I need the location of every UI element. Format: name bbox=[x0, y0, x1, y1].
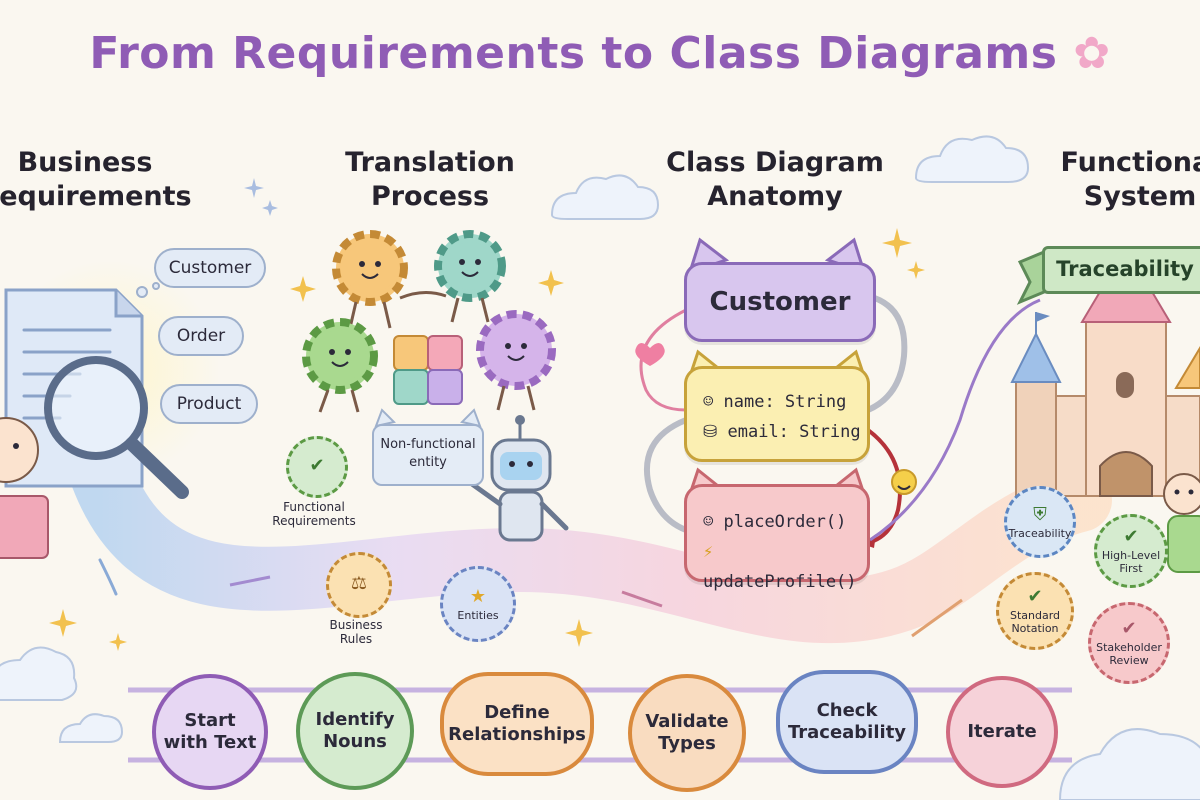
traceability-banner: Traceability bbox=[1042, 246, 1200, 294]
method-place-order-text: placeOrder() bbox=[723, 512, 847, 532]
check-icon: ✔ bbox=[1123, 526, 1139, 547]
character-icon bbox=[0, 417, 49, 559]
database-icon: ⛁ bbox=[703, 422, 718, 442]
cloud-icon bbox=[914, 135, 1030, 183]
class-attributes-box: ☺ name: String ⛁ email: String bbox=[684, 366, 870, 462]
badge-label-entities: Entities bbox=[457, 608, 499, 622]
method-place-order: ☺ placeOrder() bbox=[687, 507, 867, 537]
badge-stakeholder-review: ✔ Stakeholder Review bbox=[1088, 602, 1170, 684]
smiley-icon bbox=[891, 469, 917, 495]
column-heading-anatomy: Class Diagram Anatomy bbox=[666, 147, 884, 212]
scales-icon: ⚖ bbox=[350, 573, 368, 594]
class-header-box: Customer bbox=[684, 262, 876, 342]
timeline-track bbox=[128, 687, 1072, 763]
badge-standard-notation: ✔ Standard Notation bbox=[996, 572, 1074, 650]
process-step: Check Traceability bbox=[776, 670, 918, 774]
method-update-profile: ⚡ updateProfile() bbox=[687, 537, 867, 597]
association-line bbox=[861, 428, 902, 546]
path-arrow bbox=[229, 575, 271, 587]
sparkle-icon bbox=[262, 200, 278, 216]
process-step: Start with Text bbox=[152, 674, 268, 790]
ribbon-icon bbox=[1016, 249, 1046, 305]
character-icon bbox=[1163, 473, 1200, 573]
path-arrow bbox=[621, 590, 663, 608]
chain-connector bbox=[643, 293, 908, 533]
star-icon: ★ bbox=[469, 585, 487, 607]
gear-character-icon bbox=[476, 310, 556, 411]
noun-bubble-product: Product bbox=[160, 384, 258, 424]
column-heading-business: Business Requirements bbox=[0, 147, 192, 212]
badge-label-stakeholder: Stakeholder Review bbox=[1096, 641, 1162, 667]
path-arrow bbox=[98, 558, 118, 596]
title-text: From Requirements to Class Diagrams bbox=[89, 28, 1058, 79]
heart-icon bbox=[635, 343, 665, 366]
method-update-profile-text: updateProfile() bbox=[703, 572, 857, 592]
attribute-email: ⛁ email: String bbox=[687, 417, 867, 447]
page-title: From Requirements to Class Diagrams ✿ bbox=[0, 28, 1200, 79]
shield-check-icon: ⛨ bbox=[1033, 503, 1047, 525]
noun-bubble-order: Order bbox=[158, 316, 244, 356]
rainbow-path bbox=[68, 438, 1112, 644]
sparkle-icon bbox=[49, 228, 925, 651]
attribute-name: ☺ name: String bbox=[687, 387, 867, 417]
lightning-icon: ⚡ bbox=[703, 542, 714, 562]
noun-bubble-customer: Customer bbox=[154, 248, 266, 288]
path-arrow bbox=[911, 598, 963, 638]
gear-character-icon bbox=[332, 230, 408, 329]
process-step: Iterate bbox=[946, 676, 1058, 788]
sparkle-icon bbox=[244, 178, 264, 198]
cloud-icon bbox=[550, 174, 660, 220]
process-step: Validate Types bbox=[628, 674, 746, 792]
magnifier-icon bbox=[44, 356, 189, 499]
badge-label-standard: Standard Notation bbox=[1009, 609, 1061, 635]
gear-character-icon bbox=[302, 318, 378, 413]
association-line bbox=[639, 308, 687, 412]
smiley-icon: ☺ bbox=[703, 512, 714, 532]
traceability-path bbox=[869, 298, 1041, 542]
badge-entities: ★ Entities bbox=[440, 566, 516, 642]
column-heading-translation: Translation Process bbox=[345, 147, 515, 212]
badge-label-high-level: High-Level First bbox=[1101, 549, 1161, 575]
attribute-email-text: email: String bbox=[727, 422, 861, 442]
check-icon: ✔ bbox=[309, 455, 325, 476]
process-step: Identify Nouns bbox=[296, 672, 414, 790]
robot-note-card: Non-functional entity bbox=[372, 424, 484, 486]
puzzle-icon bbox=[393, 335, 463, 405]
badge-functional-requirements: ✔ bbox=[286, 436, 348, 498]
check-icon: ✔ bbox=[1121, 618, 1137, 639]
robot-icon bbox=[460, 415, 569, 542]
column-heading-system: Functional System bbox=[1060, 147, 1200, 212]
badge-label-traceability: Traceability bbox=[1008, 526, 1072, 540]
process-step: Define Relationships bbox=[440, 672, 594, 776]
check-icon: ✔ bbox=[1027, 586, 1043, 607]
attribute-name-text: name: String bbox=[723, 392, 847, 412]
flower-icon: ✿ bbox=[1073, 28, 1111, 79]
class-methods-box: ☺ placeOrder() ⚡ updateProfile() bbox=[684, 484, 870, 592]
badge-high-level-first: ✔ High-Level First bbox=[1094, 514, 1168, 588]
badge-business-rules: ⚖ bbox=[326, 552, 392, 618]
badge-label-business-rules: Business Rules bbox=[329, 618, 383, 646]
badge-traceability: ⛨ Traceability bbox=[1004, 486, 1076, 558]
gear-character-icon bbox=[434, 230, 506, 323]
badge-label-functional: Functional Requirements bbox=[272, 500, 356, 528]
smiley-icon: ☺ bbox=[703, 392, 714, 412]
class-name: Customer bbox=[709, 287, 851, 317]
cloud-icon bbox=[0, 646, 1200, 800]
